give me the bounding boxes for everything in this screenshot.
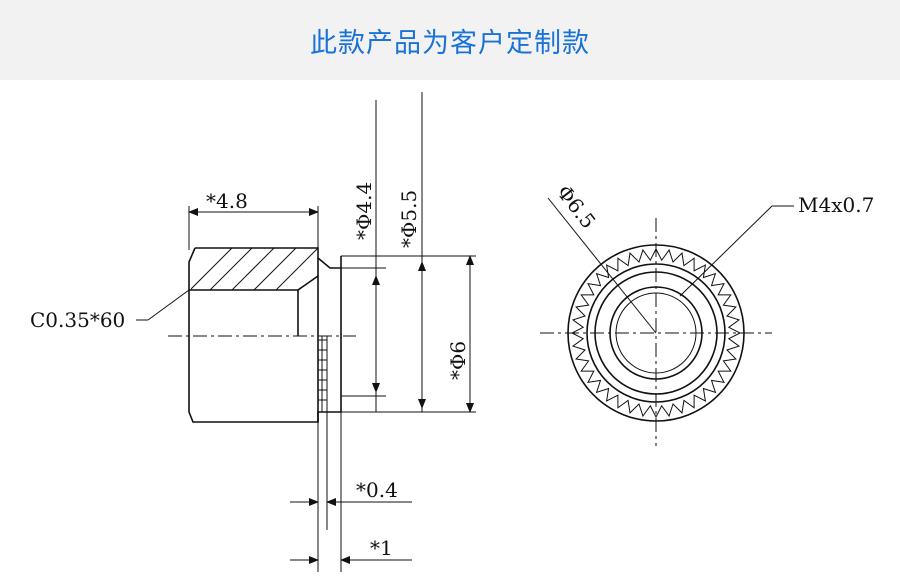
dim-chamfer: C0.35*60 [30,308,125,332]
hatch-section [191,248,318,290]
header-banner: 此款产品为客户定制款 [0,0,900,80]
dim-knurl: *1 [370,536,393,560]
dim-dia-mid: *Φ5.5 [397,190,421,248]
page-title: 此款产品为客户定制款 [310,27,590,59]
dim-length: *4.8 [206,189,248,213]
side-view: *4.8 *Φ4.4 *Φ5.5 *Φ6 C0.35*60 *0.4 [30,92,476,572]
knurl-teeth [570,247,742,419]
dim-dia-inner: *Φ4.4 [352,182,376,240]
dim-dia-outer: *Φ6 [446,341,470,380]
dim-step: *0.4 [356,478,398,502]
dim-knurl-dia: Φ6.5 [552,180,601,233]
knurl-strip [318,336,328,412]
body-outline [188,247,342,423]
front-view: Φ6.5 M4x0.7 [540,180,874,446]
dim-thread: M4x0.7 [798,193,874,217]
